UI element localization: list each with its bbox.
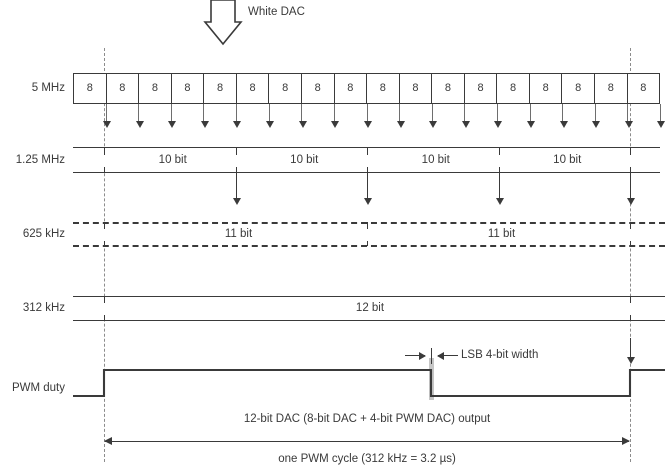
lsb-arrow-left-side bbox=[405, 351, 426, 360]
clock-5mhz-cell: 8 bbox=[562, 74, 595, 103]
clock-5mhz-edge-arrow bbox=[363, 104, 372, 128]
clock-5mhz-edge-arrow bbox=[494, 104, 503, 128]
clock-125mhz-edge-arrow bbox=[495, 173, 504, 205]
clock-5mhz-cell: 8 bbox=[640, 82, 647, 94]
clock-5mhz-edge-arrow bbox=[657, 104, 665, 128]
clock-125mhz-top-rail bbox=[73, 147, 660, 148]
row-label-125mhz: 1.25 MHz bbox=[15, 154, 65, 166]
pwm-cycle-caption: one PWM cycle (312 kHz = 3.2 µs) bbox=[278, 453, 456, 465]
clock-5mhz-edge-arrow bbox=[331, 104, 340, 128]
clock-125mhz-edge-arrow bbox=[364, 173, 373, 205]
clock-125mhz-segment-label: 10 bit bbox=[104, 154, 242, 167]
clock-5mhz-cell: 8 bbox=[269, 74, 302, 103]
clock-125mhz-segment-label: 10 bit bbox=[235, 154, 373, 167]
clock-5mhz-cell: 8 bbox=[530, 74, 563, 103]
clock-125mhz-edge-arrow bbox=[232, 173, 241, 205]
clock-5mhz-cell: 8 bbox=[367, 74, 400, 103]
clock-5mhz-edge-arrow bbox=[592, 104, 601, 128]
clock-125mhz-segment-label: 10 bit bbox=[367, 154, 505, 167]
clock-5mhz-edge-arrow bbox=[103, 104, 112, 128]
clock-5mhz-edge-arrow bbox=[624, 104, 633, 128]
lsb-width-tick bbox=[431, 348, 432, 364]
white-dac-label: White DAC bbox=[248, 6, 305, 18]
clock-5mhz-edge-arrow bbox=[396, 104, 405, 128]
row-label-312khz: 312 kHz bbox=[22, 302, 65, 314]
clock-5mhz-edge-arrow bbox=[200, 104, 209, 128]
clock-5mhz-edge-arrow bbox=[135, 104, 144, 128]
clock-5mhz-edge-arrow bbox=[461, 104, 470, 128]
clock-125mhz-segment-label: 10 bit bbox=[498, 154, 636, 167]
clock-5mhz-cell: 8 bbox=[432, 74, 465, 103]
clock-625khz-segment-label: 11 bit bbox=[104, 228, 373, 241]
clock-5mhz-cell: 8 bbox=[172, 74, 205, 103]
clock-5mhz-cell: 8 bbox=[107, 74, 140, 103]
lsb-arrow-right-side bbox=[437, 351, 458, 360]
clock-312khz-bottom-rail bbox=[73, 320, 665, 321]
clock-5mhz-edge-arrow bbox=[233, 104, 242, 128]
clock-625khz-bottom-rail bbox=[73, 245, 665, 247]
clock-5mhz-cell: 8 bbox=[302, 74, 335, 103]
cycle-start-guide bbox=[104, 48, 105, 462]
clock-625khz-top-rail bbox=[73, 222, 665, 224]
row-label-5mhz: 5 MHz bbox=[31, 82, 65, 94]
clock-5mhz-edge-arrow bbox=[168, 104, 177, 128]
clock-5mhz-edge-arrow bbox=[298, 104, 307, 128]
clock-5mhz-edge-arrow bbox=[526, 104, 535, 128]
clock-5mhz-cell: 8 bbox=[139, 74, 172, 103]
cycle-end-guide bbox=[630, 48, 631, 462]
row-label-625khz: 625 kHz bbox=[22, 228, 65, 240]
row-label-pwm-duty: PWM duty bbox=[11, 382, 65, 394]
pwm-cycle-end-arrow bbox=[627, 338, 636, 364]
clock-5mhz-cell: 8 bbox=[237, 74, 270, 103]
clock-125mhz-edge-arrow bbox=[627, 173, 636, 205]
clock-5mhz-cell: 8 bbox=[335, 74, 368, 103]
clock-625khz-segment-label: 11 bit bbox=[367, 228, 636, 241]
clock-5mhz-cell: 8 bbox=[595, 74, 628, 103]
clock-312khz-top-rail bbox=[73, 296, 665, 297]
clock-5mhz-edge-arrow bbox=[266, 104, 275, 128]
clock-125mhz-bottom-rail bbox=[73, 172, 660, 173]
clock-312khz-segment-label: 12 bit bbox=[104, 302, 636, 315]
lsb-width-label: LSB 4-bit width bbox=[461, 349, 539, 361]
clock-5mhz-cell: 8 bbox=[465, 74, 498, 103]
clock-5mhz-cell: 8 bbox=[204, 74, 237, 103]
dac-output-caption: 12-bit DAC (8-bit DAC + 4-bit PWM DAC) o… bbox=[243, 413, 491, 425]
clock-5mhz-cell: 8 bbox=[400, 74, 433, 103]
white-dac-block-arrow bbox=[203, 0, 249, 53]
clock-5mhz-edge-arrow bbox=[559, 104, 568, 128]
pwm-cycle-dimension-line bbox=[104, 437, 630, 446]
clock-5mhz-cell: 8 bbox=[74, 74, 107, 103]
clock-5mhz-cell: 8 bbox=[497, 74, 530, 103]
white-dac-arrow-shape bbox=[203, 0, 243, 46]
clock-5mhz-edge-arrow bbox=[429, 104, 438, 128]
